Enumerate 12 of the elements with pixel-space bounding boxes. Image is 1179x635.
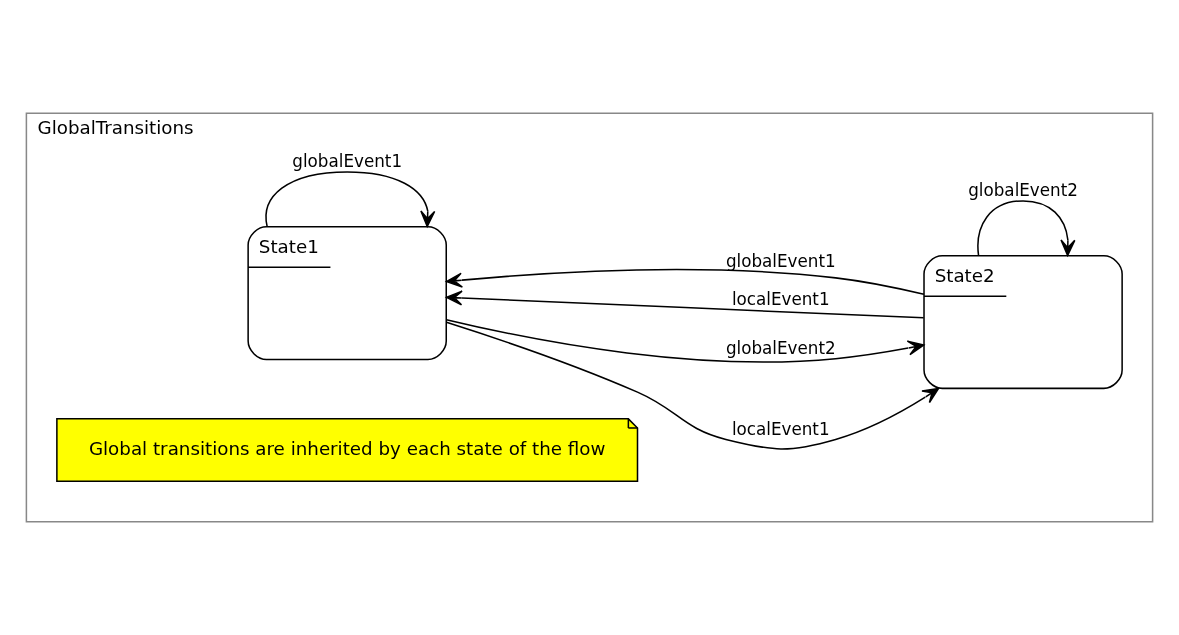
edge-label: localEvent1 bbox=[731, 289, 830, 309]
arrow bbox=[265, 171, 436, 228]
edge-label: globalEvent1 bbox=[292, 151, 403, 172]
arrow bbox=[445, 290, 925, 319]
arrow bbox=[445, 268, 925, 296]
arrow bbox=[445, 321, 940, 450]
edge-label: globalEvent1 bbox=[725, 250, 836, 271]
arrow bbox=[977, 200, 1076, 257]
edge-label: globalEvent2 bbox=[725, 337, 836, 358]
edge-label: localEvent1 bbox=[731, 418, 830, 439]
edge-label: globalEvent2 bbox=[968, 180, 1078, 201]
arrow bbox=[445, 318, 925, 363]
